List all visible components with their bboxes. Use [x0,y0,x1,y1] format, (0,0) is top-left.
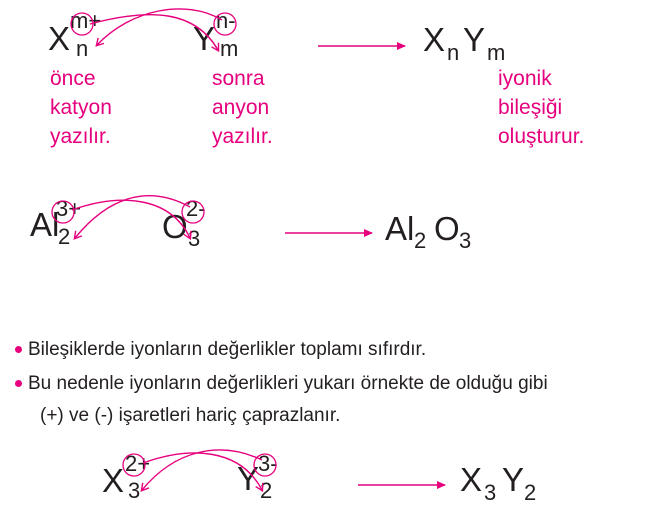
product-symbol-1: X [423,21,446,58]
cation-symbol: X [102,462,125,499]
product-symbol-2: Y [463,21,486,58]
note-cation: önce katyon yazılır. [50,67,112,148]
bullet-dot [15,346,22,353]
cation-count: n [76,36,89,61]
bullet-item-continuation: (+) ve (-) işaretleri hariç çaprazlanır. [40,405,341,426]
product-symbol-1: X [460,461,483,498]
product-count-2: 2 [524,480,537,505]
anion-count: m [220,36,239,61]
note-anion: sonra anyon yazılır. [212,67,273,148]
cation-charge: m+ [70,8,102,33]
product-symbol-1: Al [385,210,415,247]
anion-charge: n- [216,8,236,33]
cation-symbol: Al [30,206,60,243]
cation-count: 2 [58,224,71,249]
anion-symbol: Y [237,460,260,497]
cation-charge: 3+ [56,196,82,221]
note-product: iyonik bileşiği oluşturur. [498,67,585,148]
anion-count: 2 [260,478,273,503]
product-count-1: 2 [414,228,427,253]
anion-charge: 2- [186,196,206,221]
product-count-1: n [447,40,460,65]
cation-charge: 2+ [125,451,151,476]
cation-count: 3 [128,478,141,503]
product-count-1: 3 [484,480,497,505]
product-symbol-2: O [434,210,460,247]
bullet-item: Bu nedenle iyonların değerlikleri yukarı… [28,373,548,394]
anion-symbol: O [162,208,188,245]
anion-charge: 3- [258,451,278,476]
cation-symbol: X [48,20,71,57]
anion-symbol: Y [193,20,216,57]
product-count-2: 3 [459,228,472,253]
anion-count: 3 [188,226,201,251]
product-count-2: m [487,40,506,65]
bullet-dot [15,380,22,387]
bullet-item: Bileşiklerde iyonların değerlikler topla… [28,339,427,360]
product-symbol-2: Y [502,461,525,498]
